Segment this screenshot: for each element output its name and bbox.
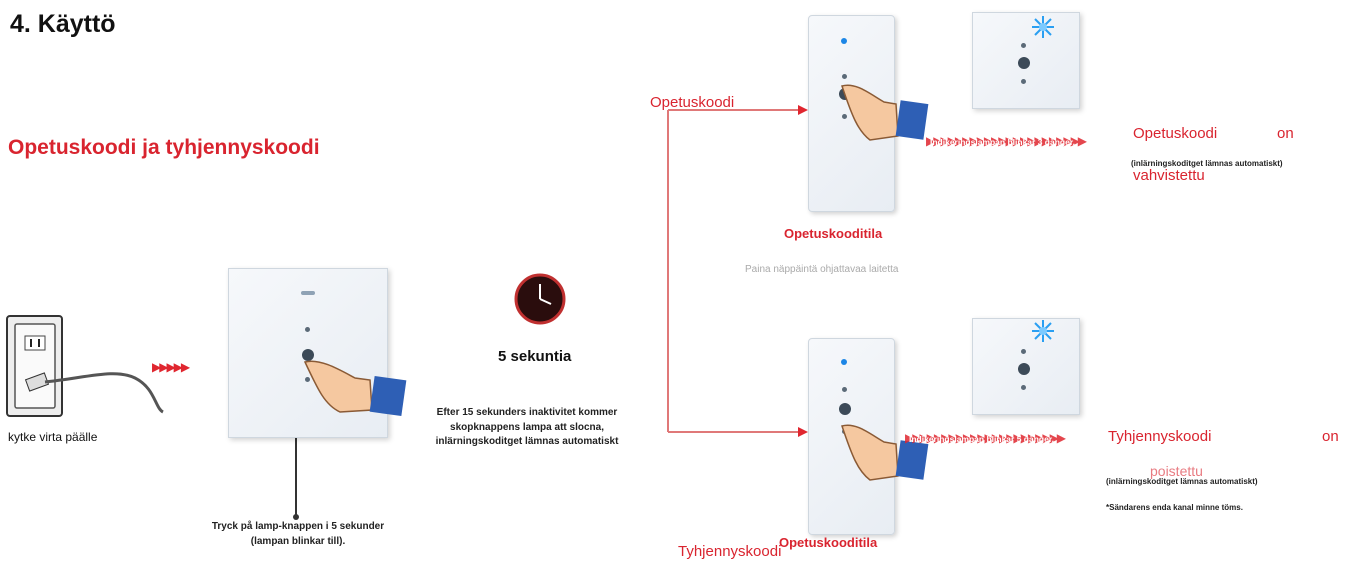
- inactivity-note: Efter 15 sekunders inaktivitet kommer sk…: [402, 406, 652, 450]
- switch-panel-teach-result: [972, 12, 1080, 109]
- auto-exit-note-top: (inlärningskoditget lämnas automatiskt): [1131, 159, 1283, 168]
- result-teach-on: on: [1277, 125, 1294, 142]
- inactivity-note-line: inlärningskoditget lämnas automatiskt: [435, 436, 619, 447]
- result-teach-confirmed: vahvistettu: [1133, 167, 1205, 184]
- lamp-button: [1018, 363, 1030, 375]
- hand-pointer-icon: [838, 416, 933, 501]
- blue-led: [841, 359, 847, 365]
- press-instruction-line: Tryck på lamp-knappen i 5 sekunder: [211, 521, 385, 532]
- lamp-button: [839, 403, 851, 415]
- status-dot: [1021, 43, 1026, 48]
- status-dot: [305, 377, 310, 382]
- red-arrow-icon: ▶▶▶▶▶: [152, 360, 190, 374]
- status-dot: [1021, 79, 1026, 84]
- page-title: 4. Käyttö: [10, 10, 116, 38]
- lamp-button: [302, 349, 314, 361]
- status-dot: [305, 327, 310, 332]
- clock-icon: [513, 272, 567, 331]
- blink-five-text: Indikeringslampan blinkar 5 gånger.: [909, 434, 1055, 444]
- press-instruction-line: (lampan blinkar till).: [250, 535, 346, 547]
- blue-led: [841, 38, 847, 44]
- status-dot: [842, 114, 847, 119]
- branch-label-teach: Opetuskoodi: [650, 94, 735, 111]
- indicator-light: [301, 291, 315, 295]
- blue-led-flash-icon: [1030, 318, 1056, 349]
- inactivity-note-line: skopknappens lampa att slocna,: [450, 421, 604, 433]
- lamp-button: [1018, 57, 1030, 69]
- status-dot: [842, 387, 847, 392]
- branch-label-clear: Tyhjennyskoodi: [678, 543, 782, 560]
- result-clear: Tyhjennyskoodi: [1108, 428, 1212, 445]
- result-clear-removed: poistettu: [1150, 463, 1203, 479]
- power-on-label: kytke virta päälle: [8, 430, 98, 444]
- red-arrow-icon: ▶▶▶▶▶▶▶▶▶▶▶▶▶▶▶▶▶▶▶▶▶▶ Indikeringslampan…: [926, 135, 1087, 148]
- status-dot: [1021, 385, 1026, 390]
- status-dot: [1021, 349, 1026, 354]
- switch-panel-clear-result: [972, 318, 1080, 415]
- section-title: Opetuskoodi ja tyhjennyskoodi: [8, 136, 320, 159]
- mode-caption-clear: Opetuskooditila: [779, 535, 878, 550]
- press-instruction: Tryck på lamp-knappen i 5 sekunder (lamp…: [188, 520, 408, 549]
- faint-note: Paina näppäintä ohjattavaa laitetta: [745, 264, 899, 275]
- status-dot: [842, 74, 847, 79]
- hand-pointer-icon: [300, 350, 410, 430]
- result-teach: Opetuskoodi: [1133, 125, 1218, 142]
- hand-pointer-icon: [838, 76, 933, 161]
- power-outlet-icon: [5, 308, 165, 420]
- timer-label: 5 sekuntia: [498, 348, 572, 365]
- red-arrow-icon: ▶▶▶▶▶▶▶▶▶▶▶▶▶▶▶▶▶▶▶▶▶▶ Indikeringslampan…: [905, 432, 1066, 445]
- blink-three-text: Indikeringslampan blinkar 3 gånger.: [930, 137, 1076, 147]
- auto-exit-note-bottom: (inlärningskoditget lämnas automatiskt): [1106, 477, 1258, 486]
- inactivity-note-line: Efter 15 sekunders inaktivitet kommer: [436, 407, 618, 418]
- result-clear-on: on: [1322, 428, 1339, 445]
- channel-memory-note: *Sändarens enda kanal minne töms.: [1106, 503, 1243, 512]
- remote-panel-clear: [808, 338, 895, 535]
- blue-led-flash-icon: [1030, 14, 1056, 45]
- mode-caption-teach: Opetuskooditila: [784, 226, 883, 241]
